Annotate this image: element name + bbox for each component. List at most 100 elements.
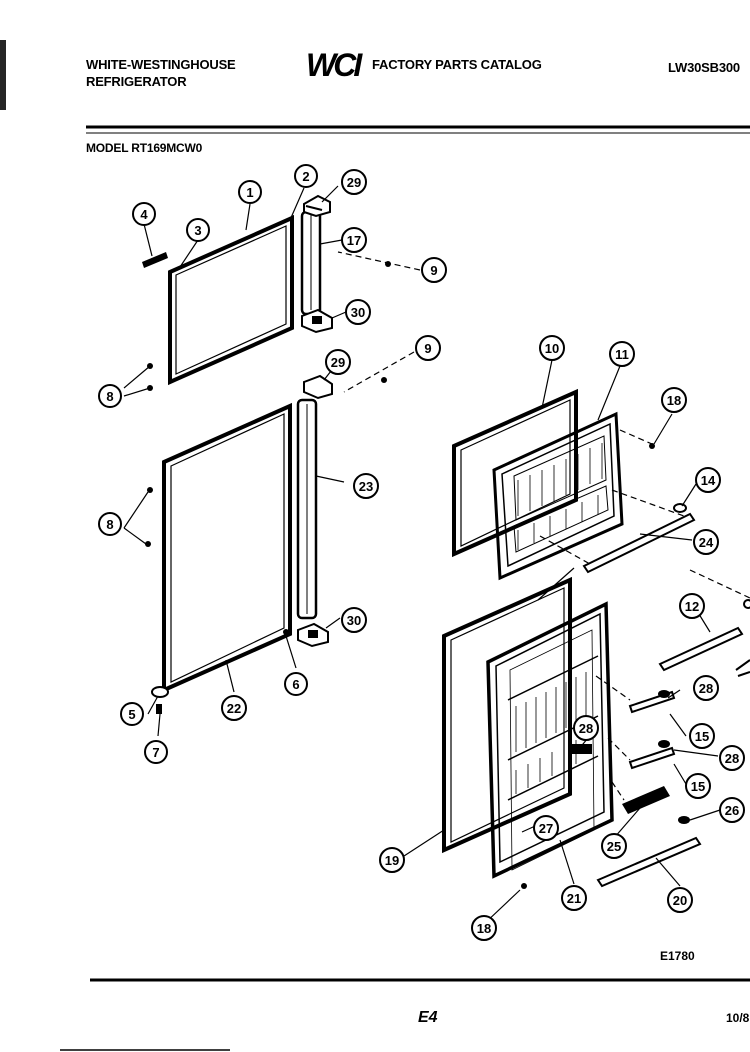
- callout-15-lower: 15: [685, 773, 711, 799]
- callout-4: 4: [132, 202, 156, 226]
- door-shelf-bar: [658, 626, 744, 672]
- end-caps: [658, 690, 690, 824]
- callout-9-lower: 9: [415, 335, 441, 361]
- date-fragment: 10/8: [726, 1011, 750, 1025]
- svg-text:19: 19: [385, 853, 399, 868]
- svg-text:2: 2: [302, 169, 309, 184]
- fresh-food-door-gasket: [162, 402, 292, 694]
- callout-17: 17: [341, 227, 367, 253]
- callout-21: 21: [561, 885, 587, 911]
- callout-8-upper: 8: [98, 384, 122, 408]
- svg-text:30: 30: [351, 305, 365, 320]
- hinge-bracket-lower-upperdoor: [301, 308, 333, 334]
- hinge-bracket-middle: [303, 374, 333, 400]
- callout-24: 24: [693, 529, 719, 555]
- callout-20: 20: [667, 887, 693, 913]
- callout-28-a: 28: [693, 675, 719, 701]
- dairy-door-part: [622, 786, 670, 814]
- svg-text:9: 9: [424, 341, 431, 356]
- svg-text:12: 12: [685, 599, 699, 614]
- callout-28-b: 28: [719, 745, 745, 771]
- svg-text:29: 29: [331, 355, 345, 370]
- callout-11: 11: [609, 341, 635, 367]
- svg-text:21: 21: [567, 891, 581, 906]
- svg-text:8: 8: [106, 389, 113, 404]
- callout-25: 25: [601, 833, 627, 859]
- hinge-bracket-bottom: [297, 622, 329, 648]
- svg-text:29: 29: [347, 175, 361, 190]
- wci-logo: WCI: [306, 47, 366, 83]
- freezer-door-liner: [492, 411, 624, 581]
- svg-text:28: 28: [579, 721, 593, 736]
- svg-text:28: 28: [725, 751, 739, 766]
- callout-22: 22: [221, 695, 247, 721]
- svg-text:15: 15: [691, 779, 705, 794]
- callout-5: 5: [120, 702, 144, 726]
- svg-text:WCI: WCI: [306, 47, 363, 83]
- model-label: MODEL RT169MCW0: [86, 141, 203, 155]
- svg-text:26: 26: [725, 803, 739, 818]
- callout-15-upper: 15: [689, 723, 715, 749]
- svg-text:14: 14: [701, 473, 716, 488]
- leader-lines: [123, 185, 750, 925]
- callout-14: 14: [695, 467, 721, 493]
- callout-10: 10: [539, 335, 565, 361]
- hinge-cover-upper: [300, 210, 322, 316]
- freezer-shelf-rail: [582, 512, 696, 574]
- callout-23: 23: [353, 473, 379, 499]
- hinge-bracket-upper: [303, 194, 331, 218]
- shelf-retainer-bars: [628, 690, 676, 770]
- freezer-door-gasket: [168, 214, 294, 386]
- door-stop-part: [151, 686, 169, 714]
- svg-text:10: 10: [545, 341, 559, 356]
- callout-29-upper: 29: [341, 169, 367, 195]
- callout-12: 12: [679, 593, 705, 619]
- svg-text:8: 8: [106, 517, 113, 532]
- callout-8-lower: 8: [98, 512, 122, 536]
- callout-3: 3: [186, 218, 210, 242]
- scan-edge-mark: [0, 40, 6, 110]
- callout-26: 26: [719, 797, 745, 823]
- callout-2: 2: [294, 164, 318, 188]
- svg-text:18: 18: [667, 393, 681, 408]
- callout-9-upper: 9: [421, 257, 447, 283]
- brand-line-2: REFRIGERATOR: [86, 74, 187, 89]
- svg-text:27: 27: [539, 821, 553, 836]
- callout-30-lower: 30: [341, 607, 367, 633]
- callout-19: 19: [379, 847, 405, 873]
- svg-text:15: 15: [695, 729, 709, 744]
- svg-text:23: 23: [359, 479, 373, 494]
- bottom-shelf-bar: [596, 836, 702, 888]
- hinge-cover-long: [296, 398, 318, 620]
- svg-text:1: 1: [246, 185, 253, 200]
- svg-text:6: 6: [292, 677, 299, 692]
- callout-1: 1: [238, 180, 262, 204]
- publication-number: LW30SB300: [668, 60, 740, 75]
- callout-7: 7: [144, 740, 168, 764]
- callout-29-middle: 29: [325, 349, 351, 375]
- svg-text:30: 30: [347, 613, 361, 628]
- rail-end-cap: [673, 503, 687, 513]
- callout-6: 6: [284, 672, 308, 696]
- page-code: E4: [418, 1009, 438, 1026]
- svg-text:20: 20: [673, 893, 687, 908]
- svg-text:28: 28: [699, 681, 713, 696]
- callout-30-upper: 30: [345, 299, 371, 325]
- fresh-food-door-liner: [486, 601, 614, 879]
- svg-text:3: 3: [194, 223, 201, 238]
- svg-text:4: 4: [140, 207, 148, 222]
- callout-27: 27: [533, 815, 559, 841]
- catalog-title: FACTORY PARTS CATALOG: [372, 57, 542, 72]
- svg-text:11: 11: [615, 347, 629, 362]
- svg-text:17: 17: [347, 233, 361, 248]
- svg-text:9: 9: [430, 263, 437, 278]
- svg-text:25: 25: [607, 839, 621, 854]
- brand-line-1: WHITE-WESTINGHOUSE: [86, 57, 236, 72]
- svg-text:5: 5: [128, 707, 135, 722]
- diagram-code: E1780: [660, 949, 695, 963]
- svg-text:22: 22: [227, 701, 241, 716]
- callout-28-mid: 28: [573, 715, 599, 741]
- svg-text:18: 18: [477, 921, 491, 936]
- screw-fasteners: [145, 261, 655, 889]
